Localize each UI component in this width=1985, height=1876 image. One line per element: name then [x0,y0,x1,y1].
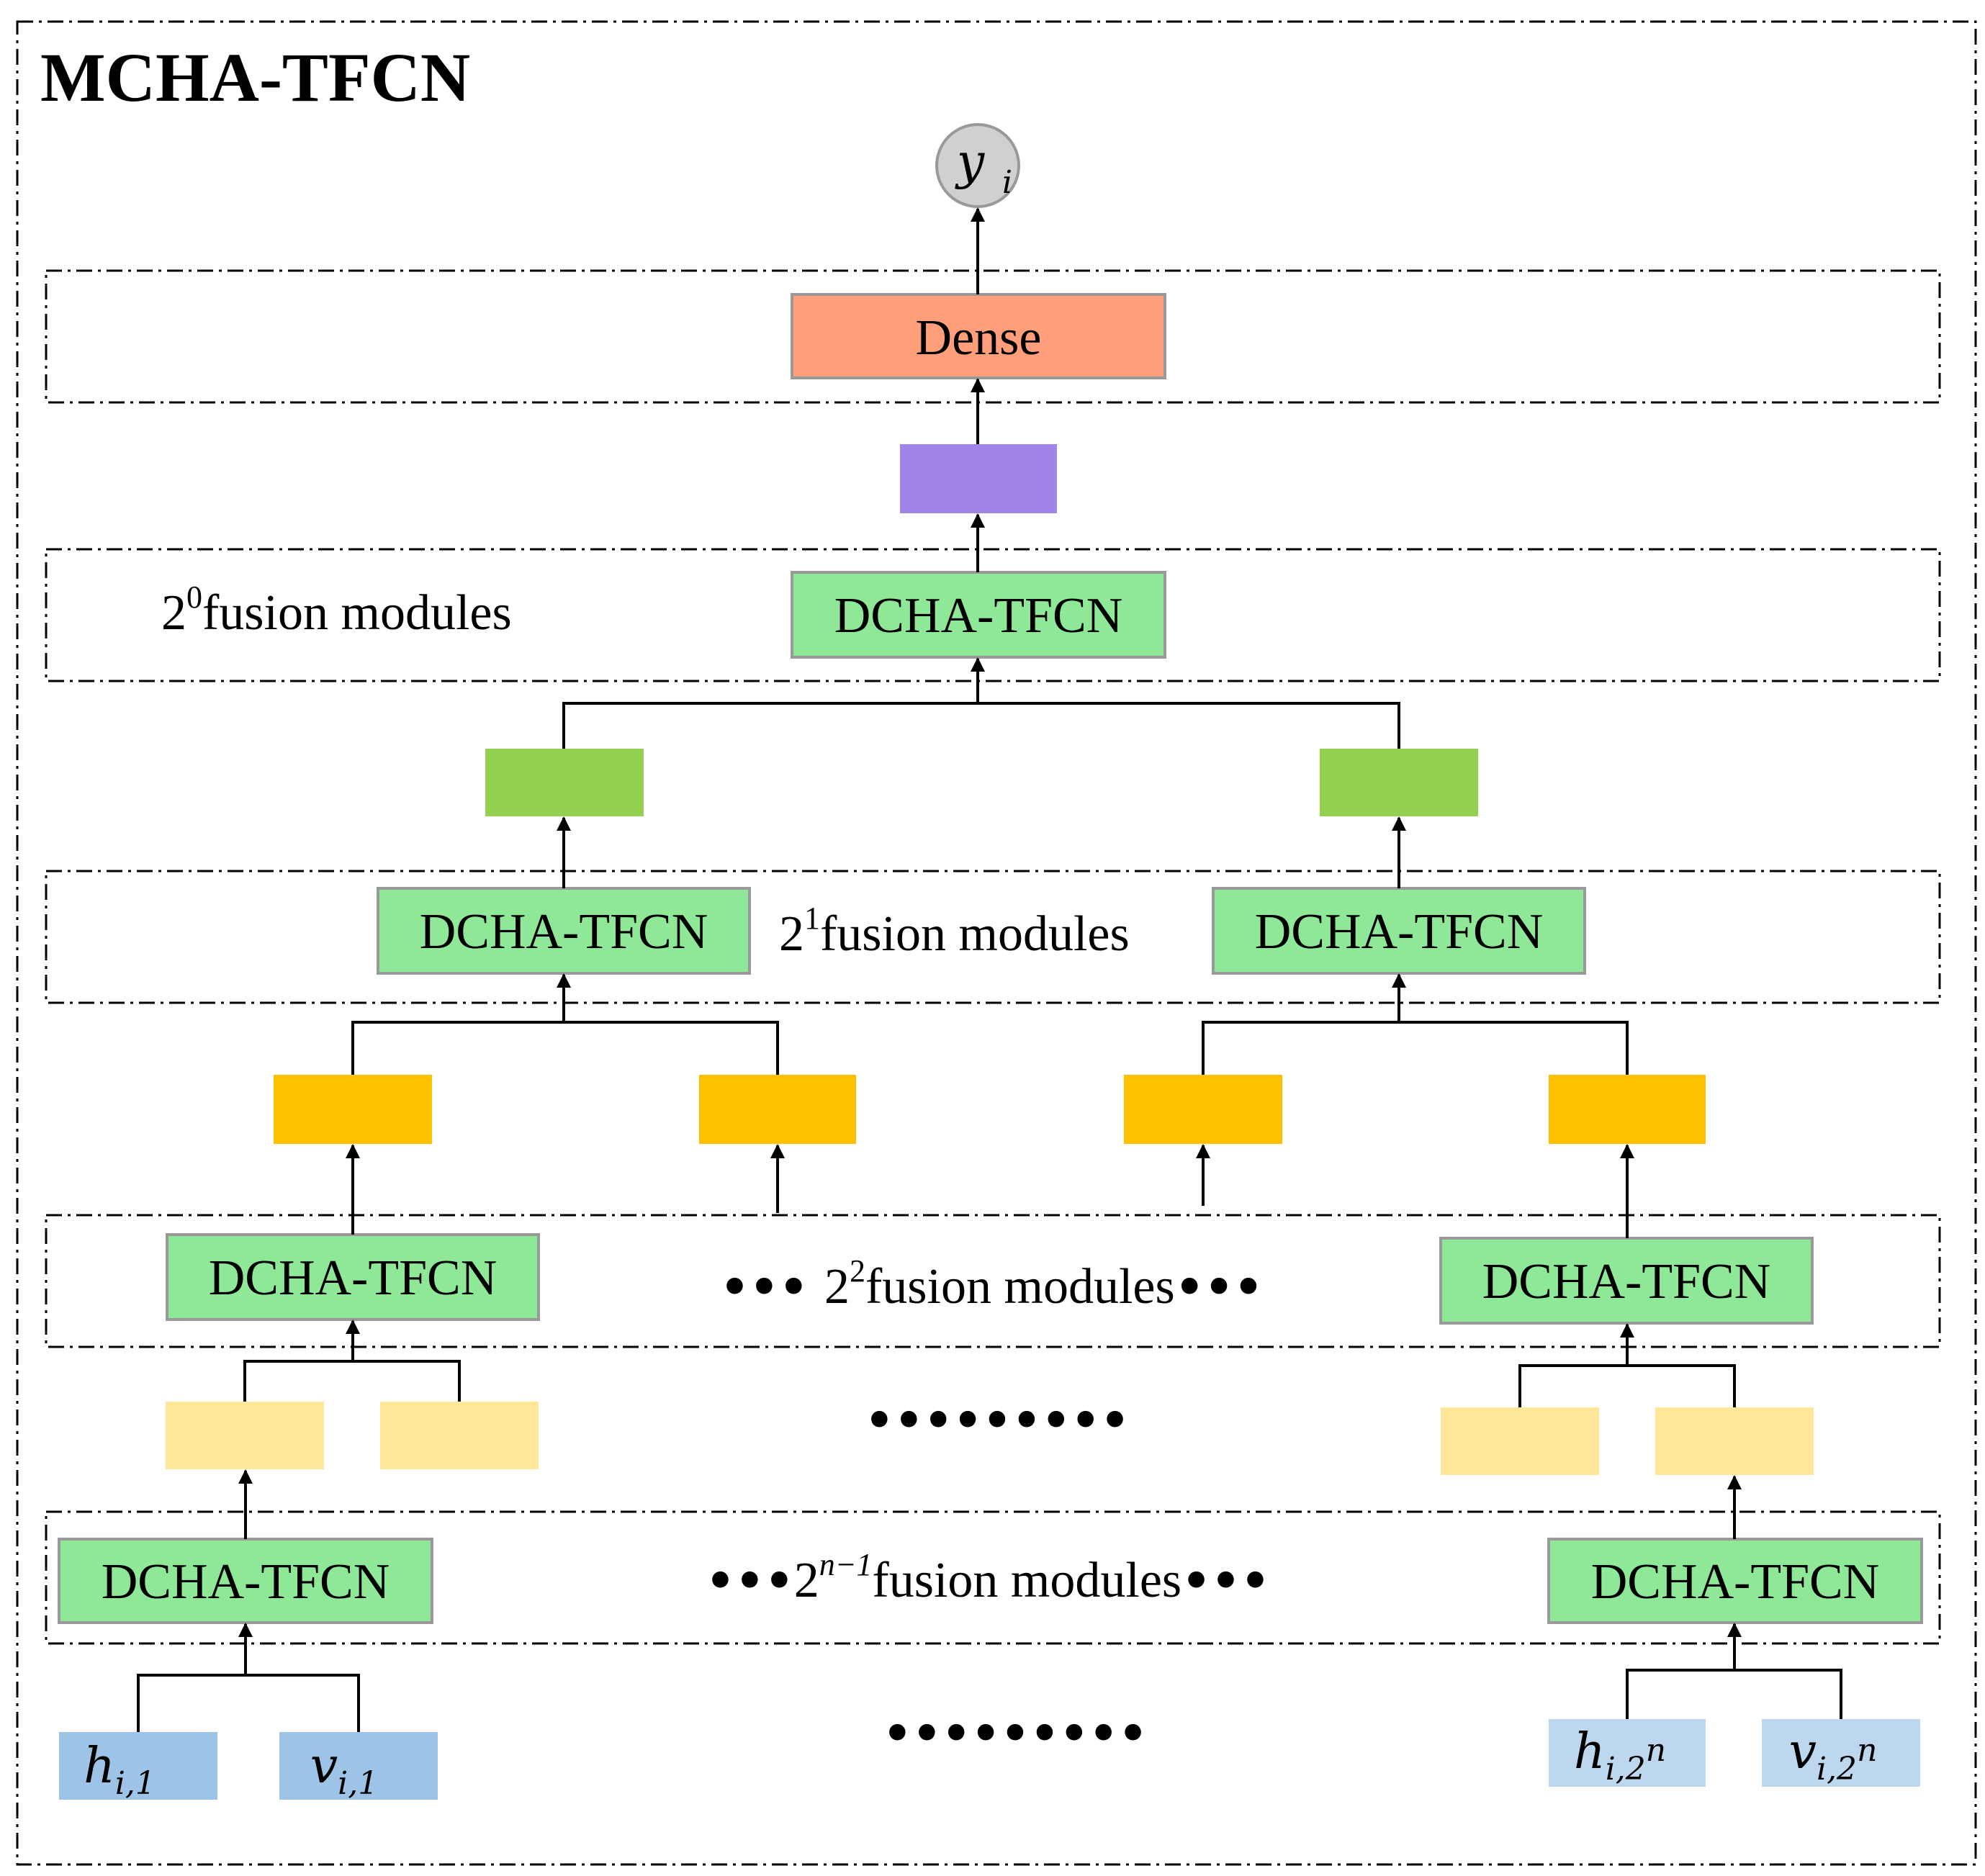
stage-0-suffix: fusion modules [202,585,512,641]
stage-1-base: 2 [779,906,804,962]
module-stagen-right-label: DCHA-TFCN [1591,1554,1880,1610]
input-h-i2n-label: hi,2n [1574,1723,1666,1787]
outer-frame [16,20,1977,1866]
stage-frame-2-n-1 [45,1510,1941,1645]
orange-feature-block-2 [699,1075,856,1144]
merge-green-to-module0 [562,702,1400,749]
input-h-i2n-symbol: h [1574,1723,1606,1780]
input-block-h-i1 [59,1732,217,1800]
module-stage1-left-label: DCHA-TFCN [420,904,708,960]
light-feature-block-2 [380,1402,539,1469]
output-node [935,123,1020,208]
module-stage1-right-label: DCHA-TFCN [1255,904,1544,960]
merge-light-to-module2-right [1518,1364,1736,1407]
merge-orange-to-module1-left [351,1021,779,1075]
input-h-i1-symbol: h [84,1738,115,1795]
stage-3-exponent: n−1 [819,1547,873,1582]
stage-2-base: 2 [824,1259,850,1314]
input-block-v-i1 [279,1732,438,1800]
input-v-i2n-symbol: v [1789,1723,1817,1780]
stage-label-2-1: 21fusion modules [779,901,1130,962]
input-block-v-i2n [1762,1719,1920,1787]
module-stage1-right [1212,887,1586,975]
module-stage0 [791,571,1166,659]
input-h-i1-subscript: i,1 [115,1765,156,1802]
input-h-i2n-subscript: i,2 [1606,1751,1646,1787]
merge-light-to-module2-left [243,1360,461,1402]
light-feature-block-1 [166,1402,324,1469]
module-stagen-left-label: DCHA-TFCN [102,1554,390,1610]
input-block-h-i2n [1549,1719,1706,1787]
input-h-i1-label: hi,1 [84,1738,156,1802]
output-node-subscript: i [1002,164,1012,201]
dense-stage-frame [45,269,1941,404]
stage-frame-2-1 [45,870,1941,1004]
module-stage0-label: DCHA-TFCN [834,588,1123,644]
stage-label-2-n-1: •••2n−1fusion modules••• [706,1547,1270,1608]
stage-2-trailing-dots: ••• [1175,1261,1264,1314]
stage-3-prefix-dots: ••• [706,1555,794,1608]
ellipsis-row-lower: ••••••••• [883,1708,1148,1761]
stage-0-exponent: 0 [186,580,202,615]
input-v-i2n-sup: n [1857,1732,1877,1769]
stage-label-2-2: ••• 22fusion modules••• [720,1253,1263,1314]
stage-3-base: 2 [794,1553,819,1608]
orange-feature-block-4 [1549,1075,1706,1144]
dense-label: Dense [916,310,1042,366]
merge-orange-to-module1-right [1202,1021,1629,1075]
stage-3-trailing-dots: ••• [1181,1555,1270,1608]
orange-feature-block-1 [274,1075,432,1144]
green-feature-block-left [485,749,644,816]
stage-label-2-0: 20fusion modules [161,580,512,641]
purple-feature-block [900,444,1057,513]
input-v-i1-label: vi,1 [310,1738,378,1802]
module-stage2-left-label: DCHA-TFCN [209,1250,498,1306]
orange-feature-block-3 [1124,1075,1282,1144]
input-v-i1-subscript: i,1 [338,1765,378,1802]
output-node-symbol: y [955,134,986,191]
stage-2-exponent: 2 [850,1253,865,1289]
stage-0-base: 2 [161,585,186,641]
stage-1-exponent: 1 [804,901,820,936]
green-feature-block-right [1320,749,1478,816]
stage-1-suffix: fusion modules [820,906,1130,962]
stage-2-suffix: fusion modules [865,1259,1175,1314]
dense-block [791,293,1166,379]
light-feature-block-3 [1441,1407,1599,1475]
module-stage1-left [377,887,751,975]
merge-inputs-to-modulen-left [137,1674,360,1732]
input-v-i1-symbol: v [310,1738,338,1795]
input-v-i2n-label: vi,2n [1789,1723,1878,1787]
input-h-i2n-sup: n [1646,1732,1666,1769]
merge-inputs-to-modulen-right [1626,1669,1842,1719]
input-v-i2n-subscript: i,2 [1817,1751,1857,1787]
stage-frame-2-0 [45,548,1941,682]
module-stage2-right-label: DCHA-TFCN [1482,1254,1771,1309]
module-stage2-left [166,1233,540,1321]
ellipsis-row-upper: ••••••••• [865,1394,1130,1448]
diagram-title: MCHA-TFCN [40,39,470,116]
stage-frame-2-2 [45,1214,1941,1348]
stage-2-prefix-dots: ••• [720,1261,824,1314]
stage-3-suffix: fusion modules [872,1553,1181,1608]
light-feature-block-4 [1655,1407,1814,1475]
